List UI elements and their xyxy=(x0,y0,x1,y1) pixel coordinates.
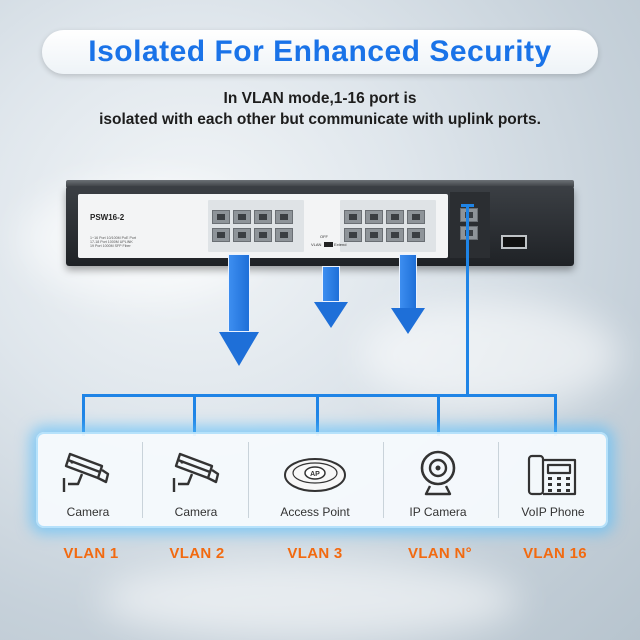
ethernet-port xyxy=(365,228,383,242)
down-arrow-left-shaft xyxy=(228,254,250,332)
uplink-port-block xyxy=(450,192,490,258)
vlan-label-3: VLAN 3 xyxy=(287,545,343,562)
subtitle-line-2: isolated with each other but communicate… xyxy=(99,111,541,128)
vlan-label-n: VLAN N° xyxy=(408,545,472,562)
divider xyxy=(142,442,143,518)
ethernet-port xyxy=(407,210,425,224)
subtitle-line-1: In VLAN mode,1-16 port is xyxy=(223,90,417,107)
ethernet-port xyxy=(212,228,230,242)
spec-line: 17-18 Port 1000M UPLINK xyxy=(90,240,133,245)
ethernet-port xyxy=(365,210,383,224)
uplink-connector-stub xyxy=(461,204,474,207)
ethernet-port xyxy=(254,228,272,242)
vlan-toggle xyxy=(324,242,333,247)
device-label-camera-1: Camera xyxy=(66,505,110,519)
divider xyxy=(248,442,249,518)
ethernet-ports-left xyxy=(212,210,293,242)
down-arrow-middle-shaft xyxy=(322,266,340,302)
drop-line xyxy=(316,394,319,436)
switch-spec: 1~16 Port 10/100M PoE Port 17-18 Port 10… xyxy=(90,236,180,249)
off-label: OFF xyxy=(320,234,328,239)
ethernet-port xyxy=(212,210,230,224)
device-label-camera-2: Camera xyxy=(174,505,218,519)
ethernet-port xyxy=(254,210,272,224)
drop-line xyxy=(554,394,557,436)
cctv-camera-icon xyxy=(172,452,220,492)
spec-line: 19 Port 1000M SFP Fiber xyxy=(90,244,131,249)
voip-phone-icon xyxy=(527,454,577,496)
bus-line xyxy=(82,394,557,397)
down-arrow-middle-head xyxy=(314,302,348,328)
device-label-ip-camera: IP Camera xyxy=(409,505,467,519)
drop-line xyxy=(193,394,196,436)
uplink-port xyxy=(460,226,478,240)
vlan-switch-label: VLAN xyxy=(311,242,322,247)
drop-line xyxy=(82,394,85,436)
divider xyxy=(498,442,499,518)
ethernet-port xyxy=(233,210,251,224)
port-block-left xyxy=(208,200,304,252)
switch-top-edge xyxy=(66,180,574,188)
spec-line: 1~16 Port 10/100M PoE Port xyxy=(90,236,137,240)
ethernet-port xyxy=(344,210,362,224)
uplink-port xyxy=(460,208,478,222)
divider xyxy=(383,442,384,518)
vlan-extend-label: Extend xyxy=(334,242,347,247)
vlan-label-2: VLAN 2 xyxy=(169,545,225,562)
ethernet-port xyxy=(275,228,293,242)
device-label-voip-phone: VoIP Phone xyxy=(521,505,585,519)
ethernet-port xyxy=(386,210,404,224)
ethernet-port xyxy=(233,228,251,242)
background-cloud xyxy=(100,560,520,640)
down-arrow-right-shaft xyxy=(399,254,417,310)
ethernet-port xyxy=(407,228,425,242)
down-arrow-right-head xyxy=(391,308,425,334)
sfp-port xyxy=(501,235,527,249)
down-arrow-left-head xyxy=(219,332,259,366)
access-point-icon: AP xyxy=(284,458,346,492)
webcam-icon xyxy=(420,450,456,496)
switch-model: PSW16-2 xyxy=(90,213,125,222)
title-banner: Isolated For Enhanced Security xyxy=(42,30,598,74)
device-label-access-point: Access Point xyxy=(280,505,350,519)
vlan-label-16: VLAN 16 xyxy=(523,545,587,562)
ethernet-port xyxy=(275,210,293,224)
vlan-label-1: VLAN 1 xyxy=(63,545,119,562)
ethernet-ports-right xyxy=(344,210,425,242)
ethernet-port xyxy=(344,228,362,242)
ethernet-port xyxy=(386,228,404,242)
cctv-camera-icon xyxy=(62,452,110,492)
uplink-connector-line xyxy=(466,206,469,396)
access-point-icon-text: AP xyxy=(310,471,320,478)
drop-line xyxy=(437,394,440,436)
port-block-right xyxy=(340,200,436,252)
page-title: Isolated For Enhanced Security xyxy=(88,35,552,68)
